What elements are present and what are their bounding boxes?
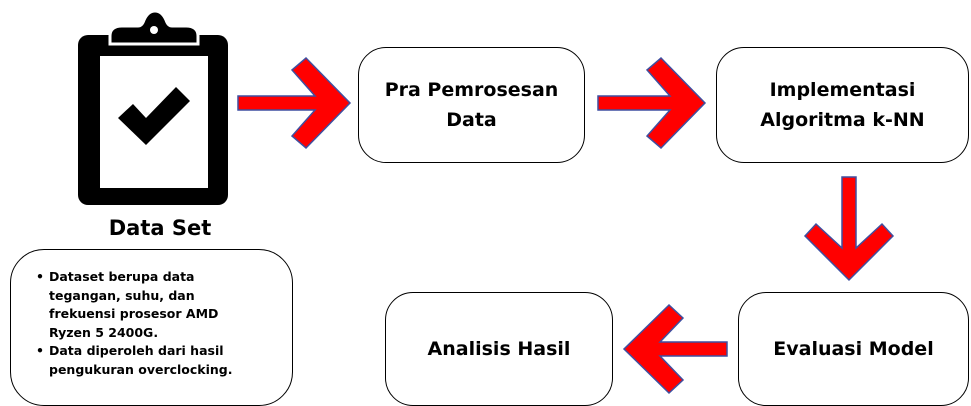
arrow-dataset-to-pra [237,56,352,150]
step-evaluasi-model: Evaluasi Model [738,292,969,406]
dataset-notes-list: Dataset berupa data tegangan, suhu, dan … [36,268,233,379]
arrow-eval-to-analisis [622,303,728,395]
step-impl-label: Implementasi Algoritma k-NN [760,79,925,131]
arrow-impl-to-eval [803,176,895,282]
dataset-note-item: Dataset berupa data tegangan, suhu, dan … [36,268,233,342]
step-pra-label: Pra Pemrosesan Data [384,79,559,131]
dataset-notes: Dataset berupa data tegangan, suhu, dan … [10,249,293,406]
step-implementasi: Implementasi Algoritma k-NN [716,47,969,163]
arrow-pra-to-impl [597,56,707,150]
dataset-note-item: Data diperoleh dari hasil pengukuran ove… [36,342,232,379]
step-pra-pemrosesan: Pra Pemrosesan Data [358,47,585,163]
step-analisis-label: Analisis Hasil [427,338,571,360]
step-analisis-hasil: Analisis Hasil [385,292,613,406]
step-eval-label: Evaluasi Model [773,338,934,360]
dataset-label: Data Set [108,216,212,240]
